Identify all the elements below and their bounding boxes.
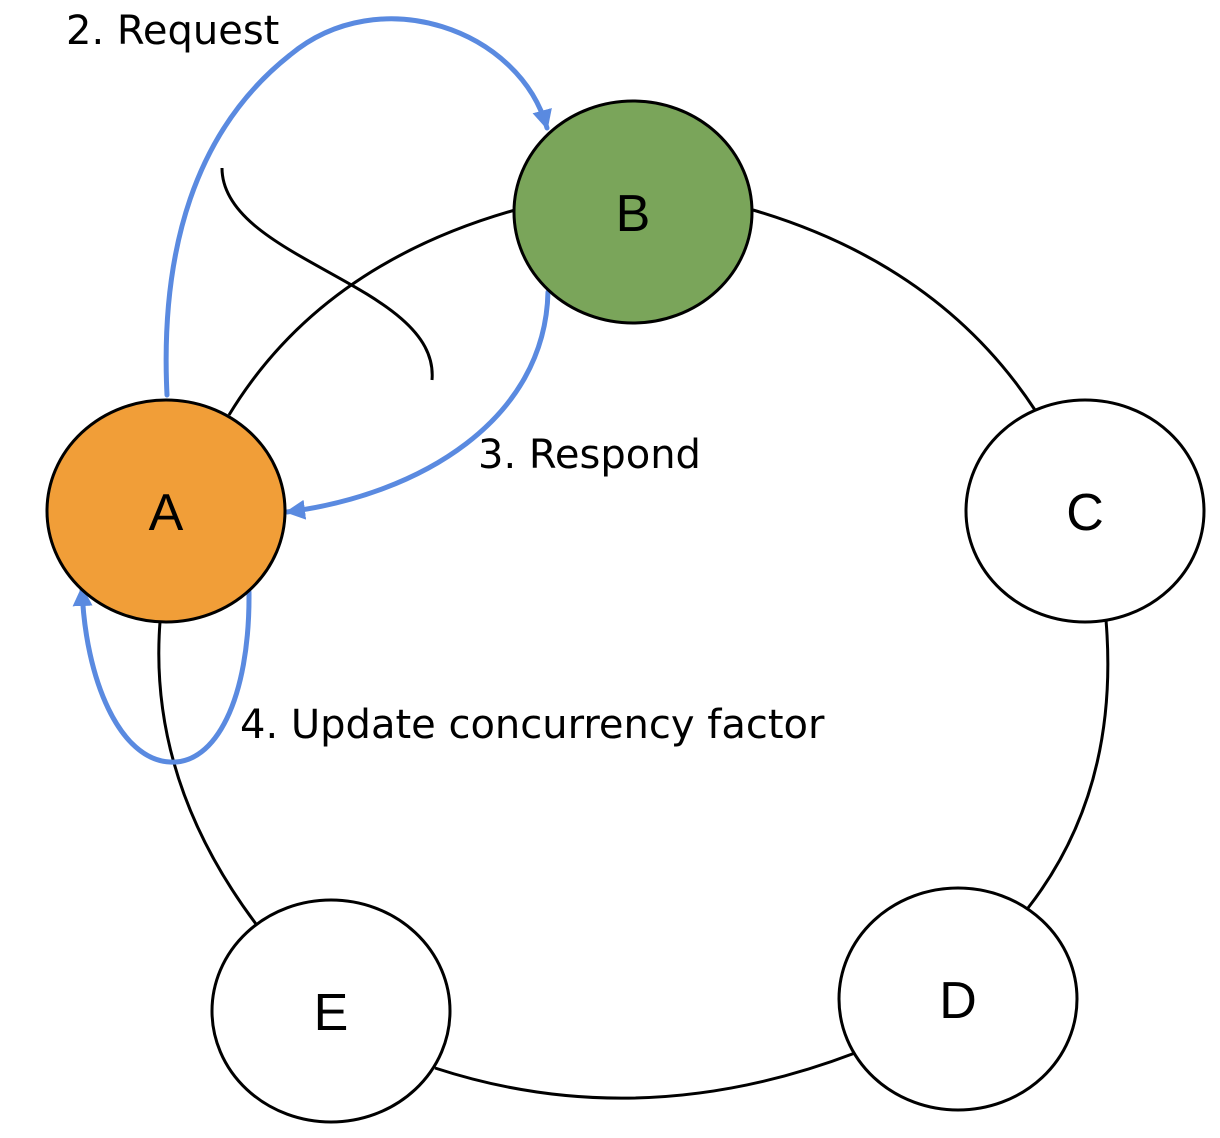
break-line: [220, 167, 434, 381]
edge-a-b: [227, 208, 516, 416]
node-d-label: D: [939, 972, 977, 1030]
node-b-label: B: [616, 185, 651, 243]
node-d: D: [837, 886, 1079, 1112]
request-arrow: [163, 16, 552, 398]
node-a: A: [45, 398, 287, 624]
node-a-label: A: [149, 484, 184, 542]
request-label: 2. Request: [66, 8, 279, 54]
node-a-shape: [45, 398, 287, 624]
node-c-label: C: [1066, 484, 1104, 542]
update-label: 4. Update concurrency factor: [240, 702, 825, 748]
node-d-shape: [837, 886, 1079, 1112]
node-e: E: [210, 898, 452, 1124]
node-b: B: [512, 99, 754, 325]
respond-label: 3. Respond: [478, 432, 701, 478]
node-e-shape: [210, 898, 452, 1124]
edge-c-d: [1026, 619, 1110, 909]
respond-arrow: [284, 289, 551, 520]
node-c-shape: [964, 398, 1206, 624]
update-arrow: [72, 585, 252, 765]
edge-d-e: [434, 1051, 856, 1100]
edge-b-c: [752, 208, 1037, 411]
node-b-shape: [512, 99, 754, 325]
edge-e-a: [157, 621, 258, 925]
node-e-label: E: [314, 984, 349, 1042]
node-c: C: [964, 398, 1206, 624]
